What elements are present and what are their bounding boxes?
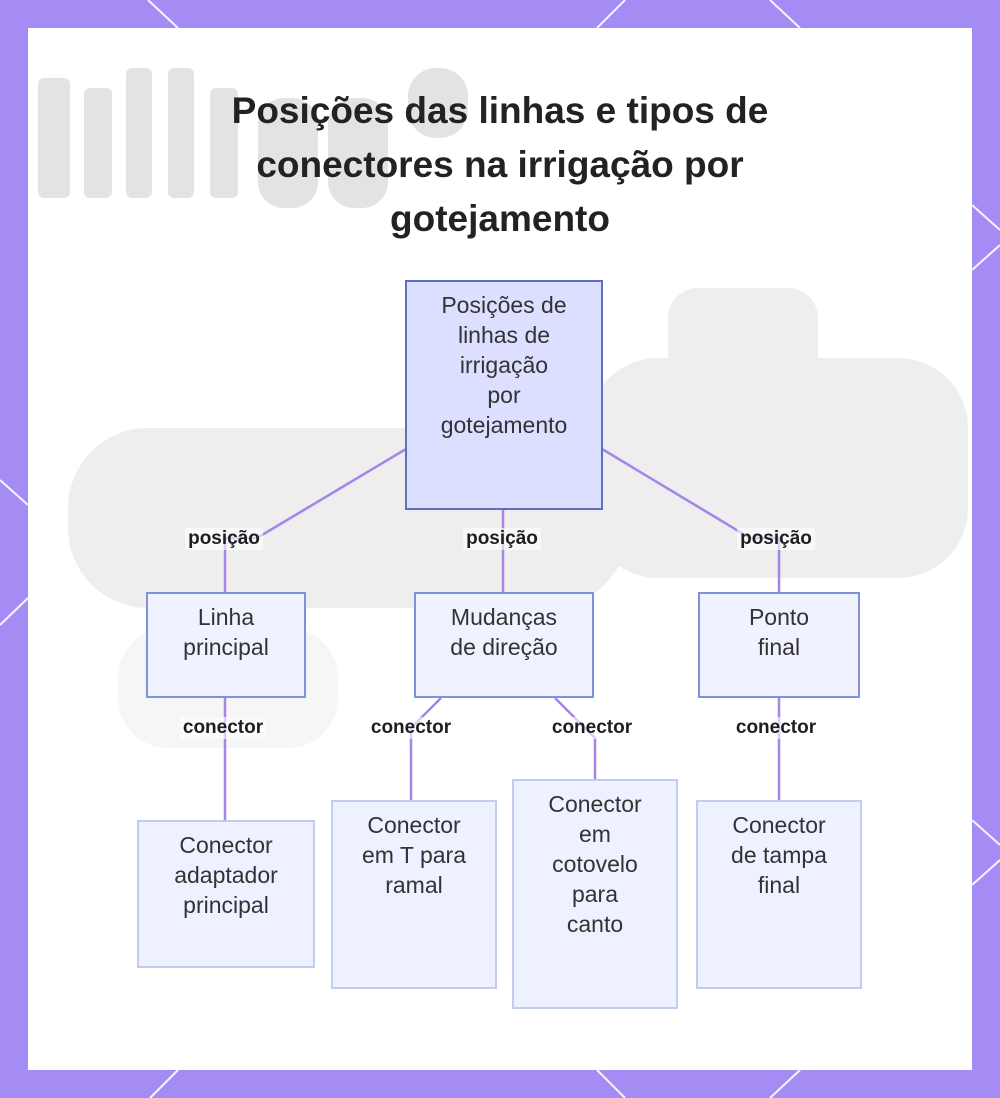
node-root-line: por (487, 382, 521, 408)
node-conector-adaptador: Conector adaptador principal (137, 820, 315, 968)
node-line: em (579, 821, 611, 847)
node-root-line: gotejamento (440, 412, 568, 438)
edge-label-conector-cotovelo: conector (548, 717, 636, 739)
node-line: em T para (362, 842, 466, 868)
node-line: Conector (367, 812, 461, 838)
node-line: ramal (385, 872, 443, 898)
node-root-line: Posições de (441, 292, 567, 318)
node-conector-cotovelo: Conector em cotovelo para canto (512, 779, 678, 1009)
node-conector-tampa: Conector de tampa final (696, 800, 862, 989)
node-line: para (571, 881, 619, 907)
diagram-panel: Posições das linhas e tipos de conectore… (28, 28, 972, 1070)
node-line: final (757, 634, 801, 660)
node-line: Conector (548, 791, 642, 817)
node-conector-t: Conector em T para ramal (331, 800, 497, 989)
node-ponto-final: Ponto final (698, 592, 860, 698)
edge-label-conector-tampa: conector (732, 717, 820, 739)
node-line: Linha (197, 604, 255, 630)
node-line: adaptador (174, 862, 278, 888)
node-line: de direção (450, 634, 558, 660)
diagram-title: Posições das linhas e tipos de conectore… (231, 90, 769, 239)
edge-label-posicao-end: posição (737, 528, 815, 550)
node-line: Conector (179, 832, 273, 858)
node-root-text: Posições de linhas de irrigação por gote… (441, 290, 568, 440)
node-root: Posições de linhas de irrigação por gote… (405, 280, 603, 510)
edge-label-conector-t: conector (367, 717, 455, 739)
node-line: cotovelo (552, 851, 638, 877)
node-line: final (757, 872, 801, 898)
node-line: Conector (732, 812, 826, 838)
node-root-line: irrigação (459, 352, 549, 378)
logo-watermark (883, 978, 963, 1058)
node-line: canto (566, 911, 624, 937)
node-root-line: linhas de (457, 322, 551, 348)
edge-label-posicao-main: posição (185, 528, 263, 550)
edge-label-conector-adaptador: conector (179, 717, 267, 739)
node-line: Mudanças (450, 604, 558, 630)
node-mudancas-direcao: Mudanças de direção (414, 592, 594, 698)
edge-label-posicao-direction: posição (463, 528, 541, 550)
node-line: Ponto (748, 604, 810, 630)
node-line: de tampa (731, 842, 827, 868)
node-line: principal (183, 634, 269, 660)
node-line: principal (183, 892, 269, 918)
node-linha-principal: Linha principal (146, 592, 306, 698)
